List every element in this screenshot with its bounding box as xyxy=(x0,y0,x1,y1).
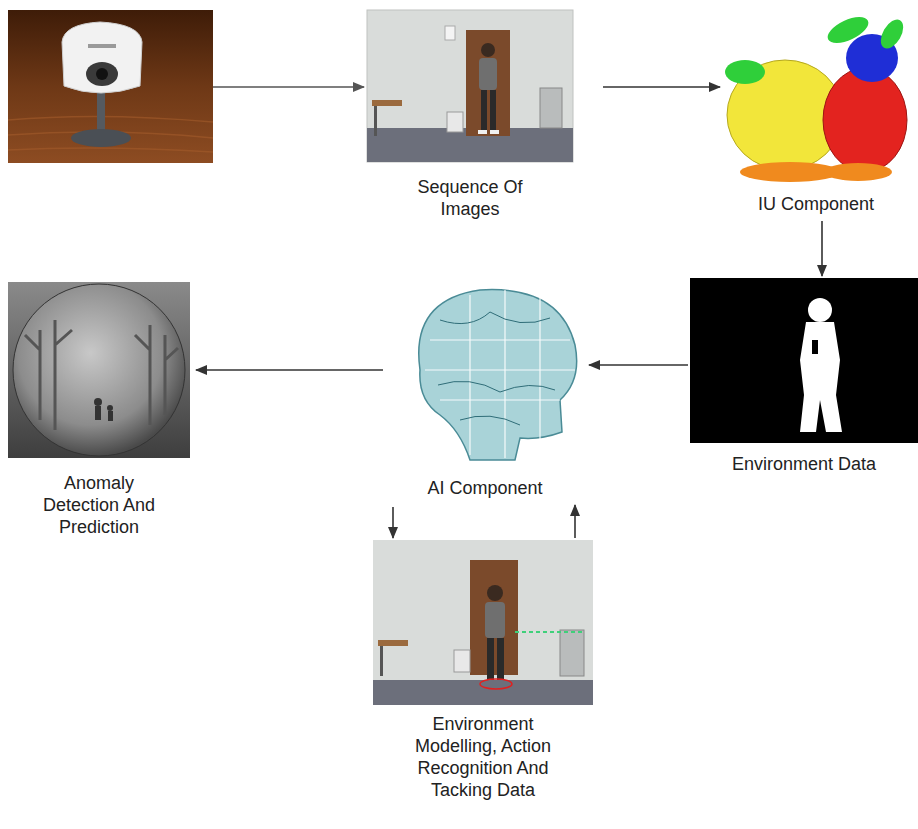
brain-head xyxy=(419,290,577,460)
tracking-photo xyxy=(373,540,593,705)
image-panel: Anomaly Detection And Prediction xyxy=(8,282,190,540)
image-panel: IU Component xyxy=(722,12,910,217)
caption: Environment Data xyxy=(704,453,904,475)
flow-arrow xyxy=(603,86,720,88)
image-panel: AI Component xyxy=(385,285,585,501)
flow-arrow xyxy=(392,507,394,538)
image-panel: Sequence Of Images xyxy=(367,10,573,222)
room-photo xyxy=(367,10,573,162)
caption: AI Component xyxy=(395,477,575,499)
caption: Sequence Of Images xyxy=(400,176,540,220)
crystal-ball xyxy=(8,282,190,458)
caption: IU Component xyxy=(722,193,910,215)
segmented-bunny xyxy=(725,12,908,182)
silhouette-mask xyxy=(690,278,918,443)
caption: Environment Modelling, Action Recognitio… xyxy=(398,713,568,801)
camera-photo xyxy=(8,10,213,163)
caption: Anomaly Detection And Prediction xyxy=(29,472,169,538)
image-panel: Environment Data xyxy=(690,278,918,477)
camera-arrow xyxy=(213,86,364,88)
flow-arrow xyxy=(821,221,823,276)
flow-arrow xyxy=(589,364,688,366)
image-panel: Environment Modelling, Action Recognitio… xyxy=(373,540,593,803)
flow-arrow xyxy=(574,505,576,538)
flow-arrow xyxy=(196,369,383,371)
